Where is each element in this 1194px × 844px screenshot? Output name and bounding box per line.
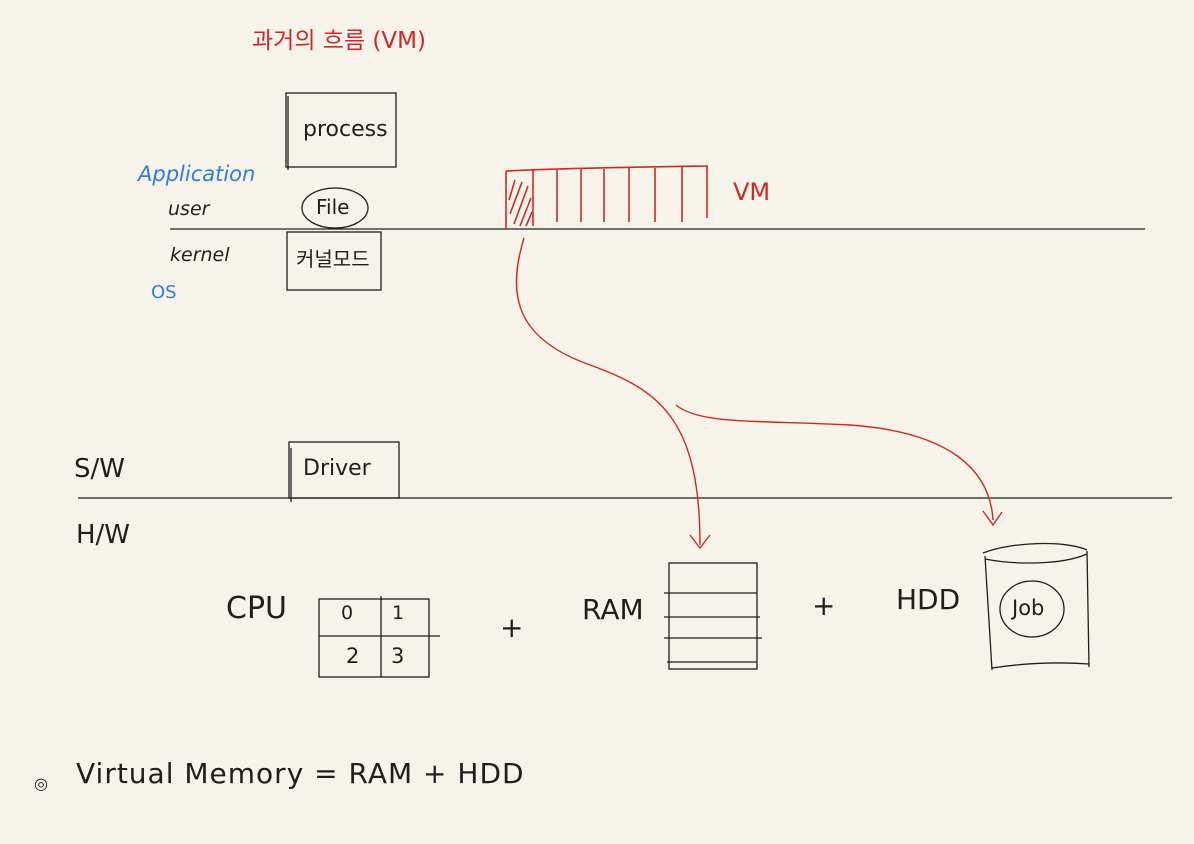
file-ellipse [301,187,369,229]
kernel-box [286,231,382,291]
file-label: File [316,195,350,219]
hdd-label: HDD [896,583,961,616]
os-label: OS [151,282,177,303]
cpu-core-grid [318,596,440,678]
hdd-cylinder [982,542,1090,671]
cpu-core-2: 2 [346,644,360,668]
virtual-memory-note: Virtual Memory = RAM + HDD [76,757,525,790]
kernel-mode-label: 커널모드 [296,247,370,271]
hardware-label: H/W [76,520,131,550]
vm-mapping-arrows [515,237,1003,550]
cpu-label: CPU [226,591,287,626]
process-box [285,92,397,168]
driver-label: Driver [303,456,371,481]
footnote-bullet: ◎ [34,774,48,793]
plus-sign-1: + [500,611,524,644]
application-label: Application [138,162,256,186]
ram-block [664,562,762,670]
process-label: process [303,117,388,142]
vm-memory-strip [505,165,709,229]
kernel-label: kernel [170,244,230,266]
user-label: user [168,198,210,220]
driver-box [288,441,400,499]
ram-label: RAM [582,593,644,626]
software-label: S/W [74,454,125,484]
cpu-core-3: 3 [391,644,405,668]
job-label: Job [1012,596,1045,620]
vm-label: VM [733,178,771,206]
cpu-core-0: 0 [341,602,354,624]
plus-sign-2: + [812,589,836,622]
diagram-title: 과거의 흐름 (VM) [252,28,426,54]
cpu-core-1: 1 [392,602,405,624]
